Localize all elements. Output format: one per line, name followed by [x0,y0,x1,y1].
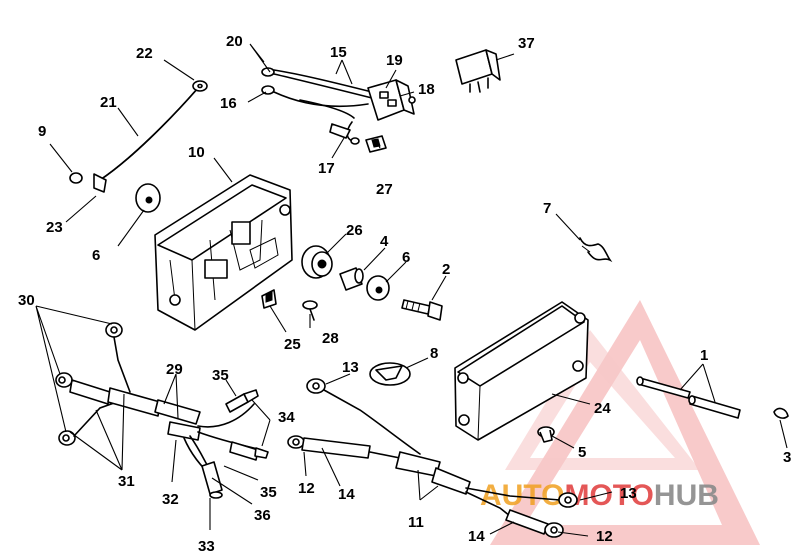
callout-10: 10 [188,144,205,161]
callout-12a: 12 [298,480,315,497]
callout-18: 18 [418,81,435,98]
callout-37: 37 [518,35,535,52]
callout-25: 25 [284,336,301,353]
callout-17: 17 [318,160,335,177]
callout-9: 9 [38,123,46,140]
switch-box-10 [154,174,293,331]
callout-3: 3 [783,449,791,466]
watermark-moto: MOTO [564,479,653,512]
callout-6a: 6 [92,247,100,264]
callout-29: 29 [166,361,183,378]
callout-35b: 35 [260,484,277,501]
callout-13b: 13 [620,485,637,502]
ground-wire-21 [93,80,208,193]
callout-30: 30 [18,292,35,309]
callout-21: 21 [100,94,117,111]
callout-8: 8 [430,345,438,362]
callout-14b: 14 [468,528,485,545]
watermark-hub: HUB [654,479,719,512]
pins-1 [636,376,741,419]
callout-12b: 12 [596,528,613,545]
callout-15: 15 [330,44,347,61]
callout-7: 7 [543,200,551,217]
washer-6-left [135,183,161,213]
callout-24: 24 [594,400,611,417]
callout-23: 23 [46,219,63,236]
callout-35a: 35 [212,367,229,384]
clip-7 [579,237,613,263]
callout-31: 31 [118,473,135,490]
relay-37 [455,49,501,93]
power-pack-24 [454,301,589,441]
callout-27: 27 [376,181,393,198]
lock-washer-9 [69,172,83,184]
callout-2: 2 [442,261,450,278]
callout-20: 20 [226,33,243,50]
callout-11: 11 [408,514,424,531]
callout-33: 33 [198,538,215,555]
watermark-auto: AUTO [480,479,564,512]
clip-25 [261,289,277,309]
clip-3 [773,407,789,419]
screw-28 [302,300,318,321]
callout-16: 16 [220,95,237,112]
callout-28: 28 [322,330,339,347]
callout-32: 32 [162,491,179,508]
bolt-2 [401,299,443,321]
grommet-26 [301,245,333,279]
callout-numbers: 1 2 3 4 5 6 6 7 8 9 10 11 12 12 13 13 14… [18,33,791,555]
svg-text:AUTOMOTOHUB: AUTOMOTOHUB [480,479,719,512]
callout-14a: 14 [338,486,355,503]
clamp-8 [369,362,411,386]
harness-29 [55,322,269,499]
callout-6b: 6 [402,249,410,266]
connector-19 [367,79,416,121]
callout-36: 36 [254,507,271,524]
callout-1: 1 [700,347,708,364]
callout-5: 5 [578,444,586,461]
sleeve-4 [339,267,364,291]
callout-4: 4 [380,233,389,250]
harness-11 [287,378,578,538]
callout-26: 26 [346,222,363,239]
harness-15 [261,67,373,145]
callout-13a: 13 [342,359,359,376]
callout-19: 19 [386,52,403,69]
washer-6-right [366,275,390,301]
leader-lines [35,43,788,537]
terminal-27 [365,135,387,153]
callout-34: 34 [278,409,295,426]
callout-22: 22 [136,45,153,62]
screw-5 [537,426,555,443]
